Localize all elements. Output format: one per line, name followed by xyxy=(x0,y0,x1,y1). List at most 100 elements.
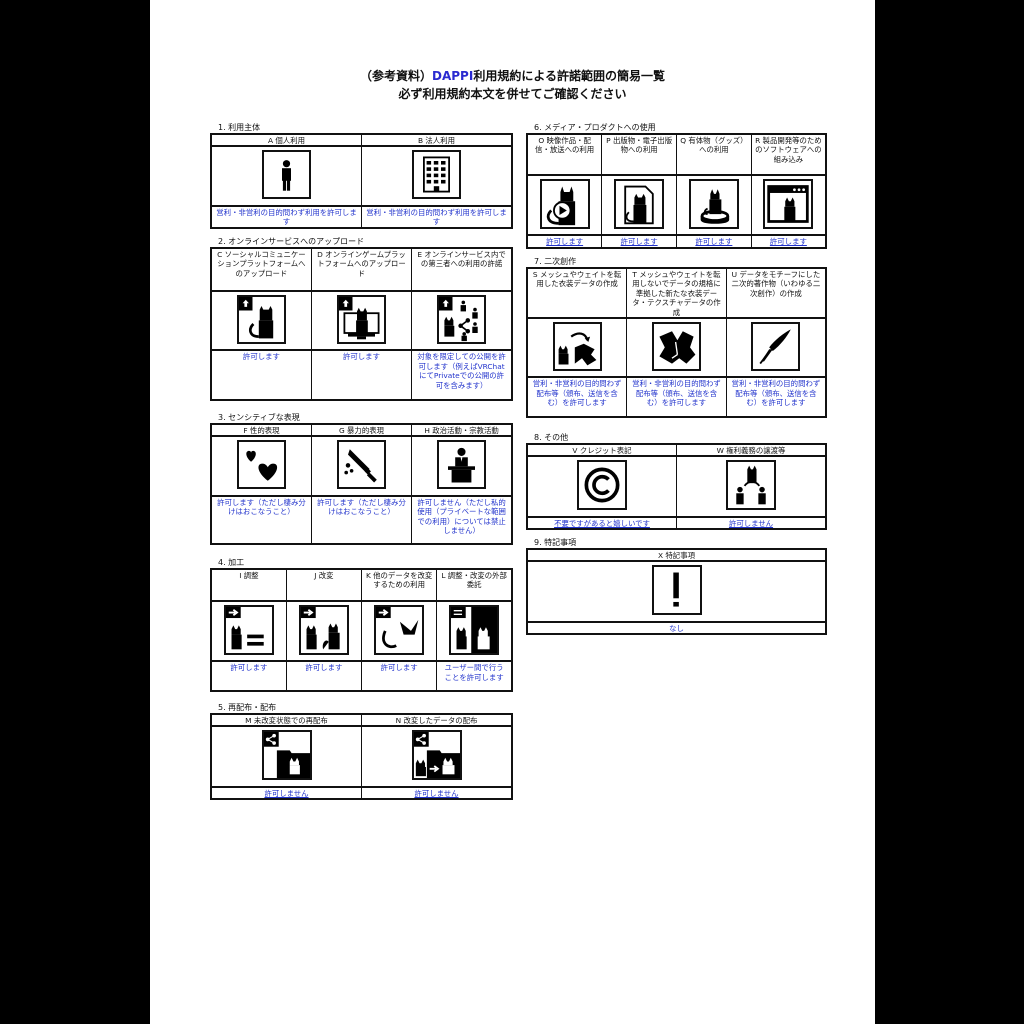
share-folder-icon xyxy=(261,730,312,781)
permission-answer: 許可しません xyxy=(676,516,827,530)
permission-answer: 対象を限定しての公開を許可します（例えばVRChatにてPrivateでの公開の… xyxy=(411,349,513,401)
title-line-1: （参考資料）DAPPI利用規約による許諾範囲の簡易一覧 xyxy=(360,69,665,83)
section-processing: 4. 加工 I 調整 J 改変 K 他のデータを改変するための利用 L 調整・改… xyxy=(210,557,513,693)
permission-answer: 許可します xyxy=(526,234,603,249)
permission-answer: 許可します xyxy=(310,349,413,401)
person-icon xyxy=(262,150,311,200)
knife-blood-icon xyxy=(336,440,386,490)
column-header: S メッシュやウェイトを転用した衣装データの作成 xyxy=(526,267,628,320)
upload-share-users-icon xyxy=(437,295,487,344)
brand-name: DAPPI xyxy=(432,69,474,83)
section-special-notes: 9. 特記事項 X 特記事項 なし xyxy=(526,537,827,636)
exclamation-icon xyxy=(651,565,702,616)
section-online-upload: 2. オンラインサービスへのアップロード C ソーシャルコミュニケーションプラッ… xyxy=(210,236,513,402)
column-header: E オンラインサービス内での第三者への利用の許諾 xyxy=(411,247,513,292)
software-window-icon xyxy=(763,179,814,229)
hearts-icon xyxy=(236,440,286,490)
permission-answer: ユーザー間で行うことを許可します xyxy=(436,660,513,692)
license-table: V クレジット表記 W 権利義務の譲渡等 不要ですがあると嬉しいです 許可しませ… xyxy=(526,443,827,531)
section-redistribution: 5. 再配布・配布 M 未改変状態での再配布 N 改変したデータの配布 許可しま… xyxy=(210,702,513,801)
column-header: B 法人利用 xyxy=(361,133,513,148)
permission-answer: 許可します（ただし棲み分けはおこなうこと） xyxy=(310,495,413,545)
copyright-icon xyxy=(577,460,627,511)
upload-avatar-monitor-icon xyxy=(336,295,386,344)
podium-speaker-icon xyxy=(437,440,487,490)
permission-answer: 許可します xyxy=(360,660,438,692)
permission-answer: 営利・非営利の目的問わず配布等（頒布、送信を含む）を許可します xyxy=(526,376,628,418)
outsource-icon xyxy=(449,605,500,655)
permission-answer: 不要ですがあると嬉しいです xyxy=(526,516,677,530)
column-header: X 特記事項 xyxy=(526,548,827,563)
upload-avatar-icon xyxy=(236,295,286,344)
section-label: 8. その他 xyxy=(534,433,569,442)
section-label: 5. 再配布・配布 xyxy=(218,703,277,712)
section-label: 7. 二次創作 xyxy=(534,257,577,266)
permission-answer: 許可しません xyxy=(361,786,513,800)
permission-answer: 営利・非営利の目的問わず配布等（頒布、送信を含む）を許可します xyxy=(725,376,827,418)
figure-goods-icon xyxy=(688,179,739,229)
column-header: R 製品開発等のためのソフトウェアへの組み込み xyxy=(750,133,827,176)
permission-answer: 営利・非営利の目的問わず配布等（頒布、送信を含む）を許可します xyxy=(626,376,727,418)
section-label: 2. オンラインサービスへのアップロード xyxy=(218,237,365,246)
column-header: N 改変したデータの配布 xyxy=(361,713,513,728)
license-table: X 特記事項 なし xyxy=(526,548,827,636)
column-header: W 権利義務の譲渡等 xyxy=(676,443,827,458)
section-label: 4. 加工 xyxy=(218,558,245,567)
column-header: V クレジット表記 xyxy=(526,443,677,458)
column-header: U データをモチーフにした二次的著作物（いわゆる二次創作）の作成 xyxy=(725,267,827,320)
adjust-equal-icon xyxy=(223,605,274,655)
column-header: T メッシュやウェイトを転用しないでデータの規格に準拠した新たな衣装データ・テク… xyxy=(626,267,727,320)
column-header: M 未改変状態での再配布 xyxy=(210,713,362,728)
permission-answer: 許可します xyxy=(285,660,363,692)
permission-answer: 許可します xyxy=(750,234,827,249)
permission-answer: なし xyxy=(526,621,827,635)
permission-answer: 許可します xyxy=(210,660,287,692)
section-label: 6. メディア・プロダクトへの使用 xyxy=(534,123,656,132)
section-label: 9. 特記事項 xyxy=(534,538,577,547)
column-header: K 他のデータを改変するための利用 xyxy=(360,568,438,602)
column-header: J 改変 xyxy=(285,568,363,602)
license-table: A 個人利用 B 法人利用 営利・非営利の目的問わず利用を許可しま xyxy=(210,133,513,229)
section-usage-subject: 1. 利用主体 A 個人利用 B 法人利用 xyxy=(210,122,513,229)
license-table: I 調整 J 改変 K 他のデータを改変するための利用 L 調整・改変の外部委託 xyxy=(210,568,513,693)
column-header: A 個人利用 xyxy=(210,133,362,148)
title-line-2: 必ず利用規約本文を併せてご確認ください xyxy=(398,87,627,101)
fountain-pen-icon xyxy=(751,322,801,372)
modify-avatar-icon xyxy=(298,605,349,655)
license-table: C ソーシャルコミュニケーションプラットフォームへのアップロード D オンライン… xyxy=(210,247,513,402)
license-table: O 映像作品・配信・放送への利用 P 出版物・電子出版物への利用 Q 有体物（グ… xyxy=(526,133,827,249)
permission-answer: 営利・非営利の目的問わず利用を許可します xyxy=(361,205,513,229)
parts-reuse-icon xyxy=(374,605,425,655)
office-building-icon xyxy=(412,150,461,200)
permission-answer: 許可しません（ただし私的使用（プライベートな範囲での利用）については禁止しません… xyxy=(411,495,513,545)
column-header: G 暴力的表現 xyxy=(310,423,413,438)
column-header: C ソーシャルコミュニケーションプラットフォームへのアップロード xyxy=(210,247,312,292)
section-label: 3. センシティブな表現 xyxy=(218,413,300,422)
column-header: P 出版物・電子出版物への利用 xyxy=(601,133,677,176)
permission-answer: 許可しません xyxy=(210,786,362,800)
section-derivative-works: 7. 二次創作 S メッシュやウェイトを転用した衣装データの作成 T メッシュや… xyxy=(526,256,827,419)
license-table: S メッシュやウェイトを転用した衣装データの作成 T メッシュやウェイトを転用し… xyxy=(526,267,827,419)
section-other: 8. その他 V クレジット表記 W 権利義務の譲渡等 不要ですがあると嬉しいで… xyxy=(526,432,827,531)
permission-answer: 許可します xyxy=(676,234,752,249)
permission-answer: 許可します xyxy=(210,349,312,401)
document-avatar-icon xyxy=(614,179,665,229)
column-header: I 調整 xyxy=(210,568,287,602)
column-header: F 性的表現 xyxy=(210,423,312,438)
document-page: （参考資料）DAPPI利用規約による許諾範囲の簡易一覧 必ず利用規約本文を併せて… xyxy=(150,0,875,1024)
column-header: H 政治活動・宗教活動 xyxy=(411,423,513,438)
column-header: Q 有体物（グッズ）への利用 xyxy=(676,133,752,176)
permission-answer: 許可します（ただし棲み分けはおこなうこと） xyxy=(210,495,312,545)
section-sensitive-expression: 3. センシティブな表現 F 性的表現 G 暴力的表現 H 政治活動・宗教活動 xyxy=(210,412,513,545)
video-play-icon xyxy=(539,179,590,229)
transfer-rights-icon xyxy=(726,460,776,511)
page-title: （参考資料）DAPPI利用規約による許諾範囲の簡易一覧 必ず利用規約本文を併せて… xyxy=(150,67,875,103)
avatar-to-clothing-icon xyxy=(552,322,602,372)
permission-answer: 営利・非営利の目的問わず利用を許可します xyxy=(210,205,362,229)
section-media-products: 6. メディア・プロダクトへの使用 O 映像作品・配信・放送への利用 P 出版物… xyxy=(526,122,827,249)
column-header: O 映像作品・配信・放送への利用 xyxy=(526,133,603,176)
share-modified-icon xyxy=(411,730,462,781)
column-header: D オンラインゲームプラットフォームへのアップロード xyxy=(310,247,413,292)
license-table: F 性的表現 G 暴力的表現 H 政治活動・宗教活動 許 xyxy=(210,423,513,545)
license-table: M 未改変状態での再配布 N 改変したデータの配布 許可しません 許可しません xyxy=(210,713,513,801)
